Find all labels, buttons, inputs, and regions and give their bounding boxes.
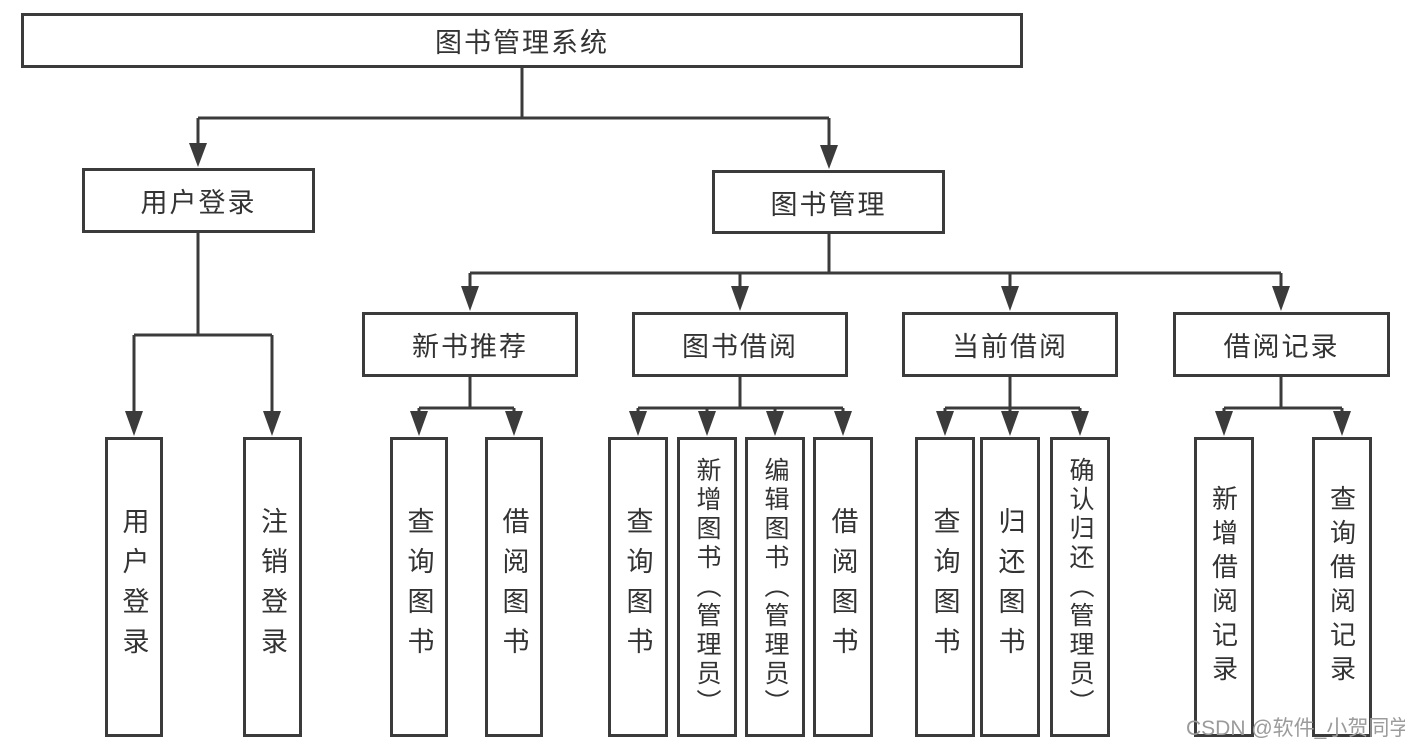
leaf-add-borrow-record-label: 新增借阅记录 <box>1208 485 1239 689</box>
leaf-user-login: 用户登录 <box>105 437 163 737</box>
leaf-query-book-2-label: 查询图书 <box>622 507 653 667</box>
leaf-query-borrow-record: 查询借阅记录 <box>1312 437 1372 737</box>
leaf-confirm-return-admin: 确认归还（管理员） <box>1050 437 1110 737</box>
connector-root-to-level2 <box>189 68 838 169</box>
leaf-query-borrow-record-label: 查询借阅记录 <box>1326 485 1357 689</box>
node-new-book-recommend: 新书推荐 <box>362 312 578 377</box>
leaf-user-login-label: 用户登录 <box>118 507 149 667</box>
node-book-borrow: 图书借阅 <box>632 312 848 377</box>
node-borrow-records: 借阅记录 <box>1173 312 1390 377</box>
connector-book-borrow-to-leaves <box>629 377 852 436</box>
leaf-return-book: 归还图书 <box>980 437 1040 737</box>
leaf-query-book-3: 查询图书 <box>915 437 975 737</box>
leaf-borrow-book-2-label: 借阅图书 <box>827 507 858 667</box>
leaf-logout: 注销登录 <box>243 437 302 737</box>
connector-current-borrow-to-leaves <box>936 377 1089 436</box>
leaf-add-borrow-record: 新增借阅记录 <box>1194 437 1254 737</box>
node-user-login: 用户登录 <box>82 168 315 233</box>
connector-user-login-to-leaves <box>125 233 281 436</box>
leaf-query-book-3-label: 查询图书 <box>929 507 960 667</box>
leaf-query-book-2: 查询图书 <box>608 437 668 737</box>
leaf-return-book-label: 归还图书 <box>994 507 1025 667</box>
connector-book-management-to-level3 <box>461 234 1290 311</box>
node-root: 图书管理系统 <box>21 13 1023 68</box>
leaf-add-book-admin: 新增图书（管理员） <box>677 437 737 737</box>
leaf-edit-book-admin: 编辑图书（管理员） <box>745 437 805 737</box>
connector-borrow-records-to-leaves <box>1215 377 1351 436</box>
watermark: CSDN @软件_小贺同学 <box>1186 717 1405 740</box>
leaf-logout-label: 注销登录 <box>257 507 287 667</box>
node-current-borrow: 当前借阅 <box>902 312 1118 377</box>
leaf-add-book-admin-label: 新增图书（管理员） <box>693 456 721 718</box>
leaf-query-book-1: 查询图书 <box>390 437 448 737</box>
node-book-management: 图书管理 <box>712 170 945 234</box>
leaf-borrow-book-1: 借阅图书 <box>485 437 543 737</box>
leaf-borrow-book-2: 借阅图书 <box>813 437 873 737</box>
leaf-edit-book-admin-label: 编辑图书（管理员） <box>761 456 789 718</box>
leaf-query-book-1-label: 查询图书 <box>403 507 434 667</box>
leaf-borrow-book-1-label: 借阅图书 <box>498 507 529 667</box>
connector-new-book-recommend-to-leaves <box>410 377 523 436</box>
leaf-confirm-return-admin-label: 确认归还（管理员） <box>1066 456 1094 718</box>
